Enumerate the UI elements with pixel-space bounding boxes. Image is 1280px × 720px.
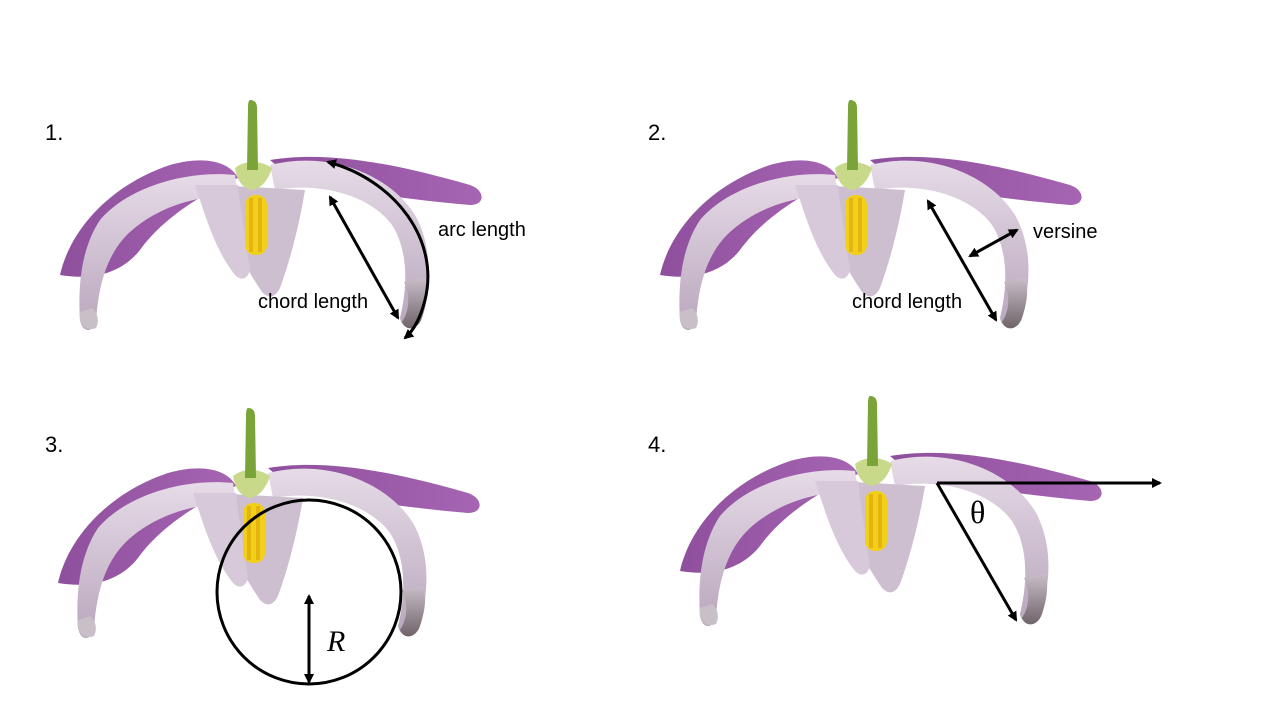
chord-length-arrow: [328, 195, 400, 320]
panel-3: 3. R: [45, 408, 480, 686]
radius-label: R: [326, 625, 345, 658]
chord-length-label: chord length: [258, 291, 368, 313]
chord-angle-arrow: [935, 482, 1018, 622]
versine-label: versine: [1033, 221, 1097, 243]
arc-length-label: arc length: [438, 219, 526, 241]
panel-2: 2. versine chord length: [648, 100, 1097, 331]
panel-number: 3.: [45, 432, 63, 457]
angle-label: θ: [970, 494, 985, 530]
panel-number: 4.: [648, 432, 666, 457]
flower-illustration: [680, 396, 1102, 627]
chord-length-label: chord length: [852, 291, 962, 313]
versine-arrow: [968, 228, 1019, 258]
panel-4: 4. θ: [648, 396, 1162, 627]
fitted-circle: [215, 498, 403, 686]
arc-length-arrow: [326, 159, 430, 340]
panel-number: 2.: [648, 120, 666, 145]
panel-number: 1.: [45, 120, 63, 145]
chord-length-arrow: [926, 199, 998, 322]
flower-illustration: [58, 408, 480, 639]
panel-1: 1. arc length chord length: [45, 100, 526, 340]
